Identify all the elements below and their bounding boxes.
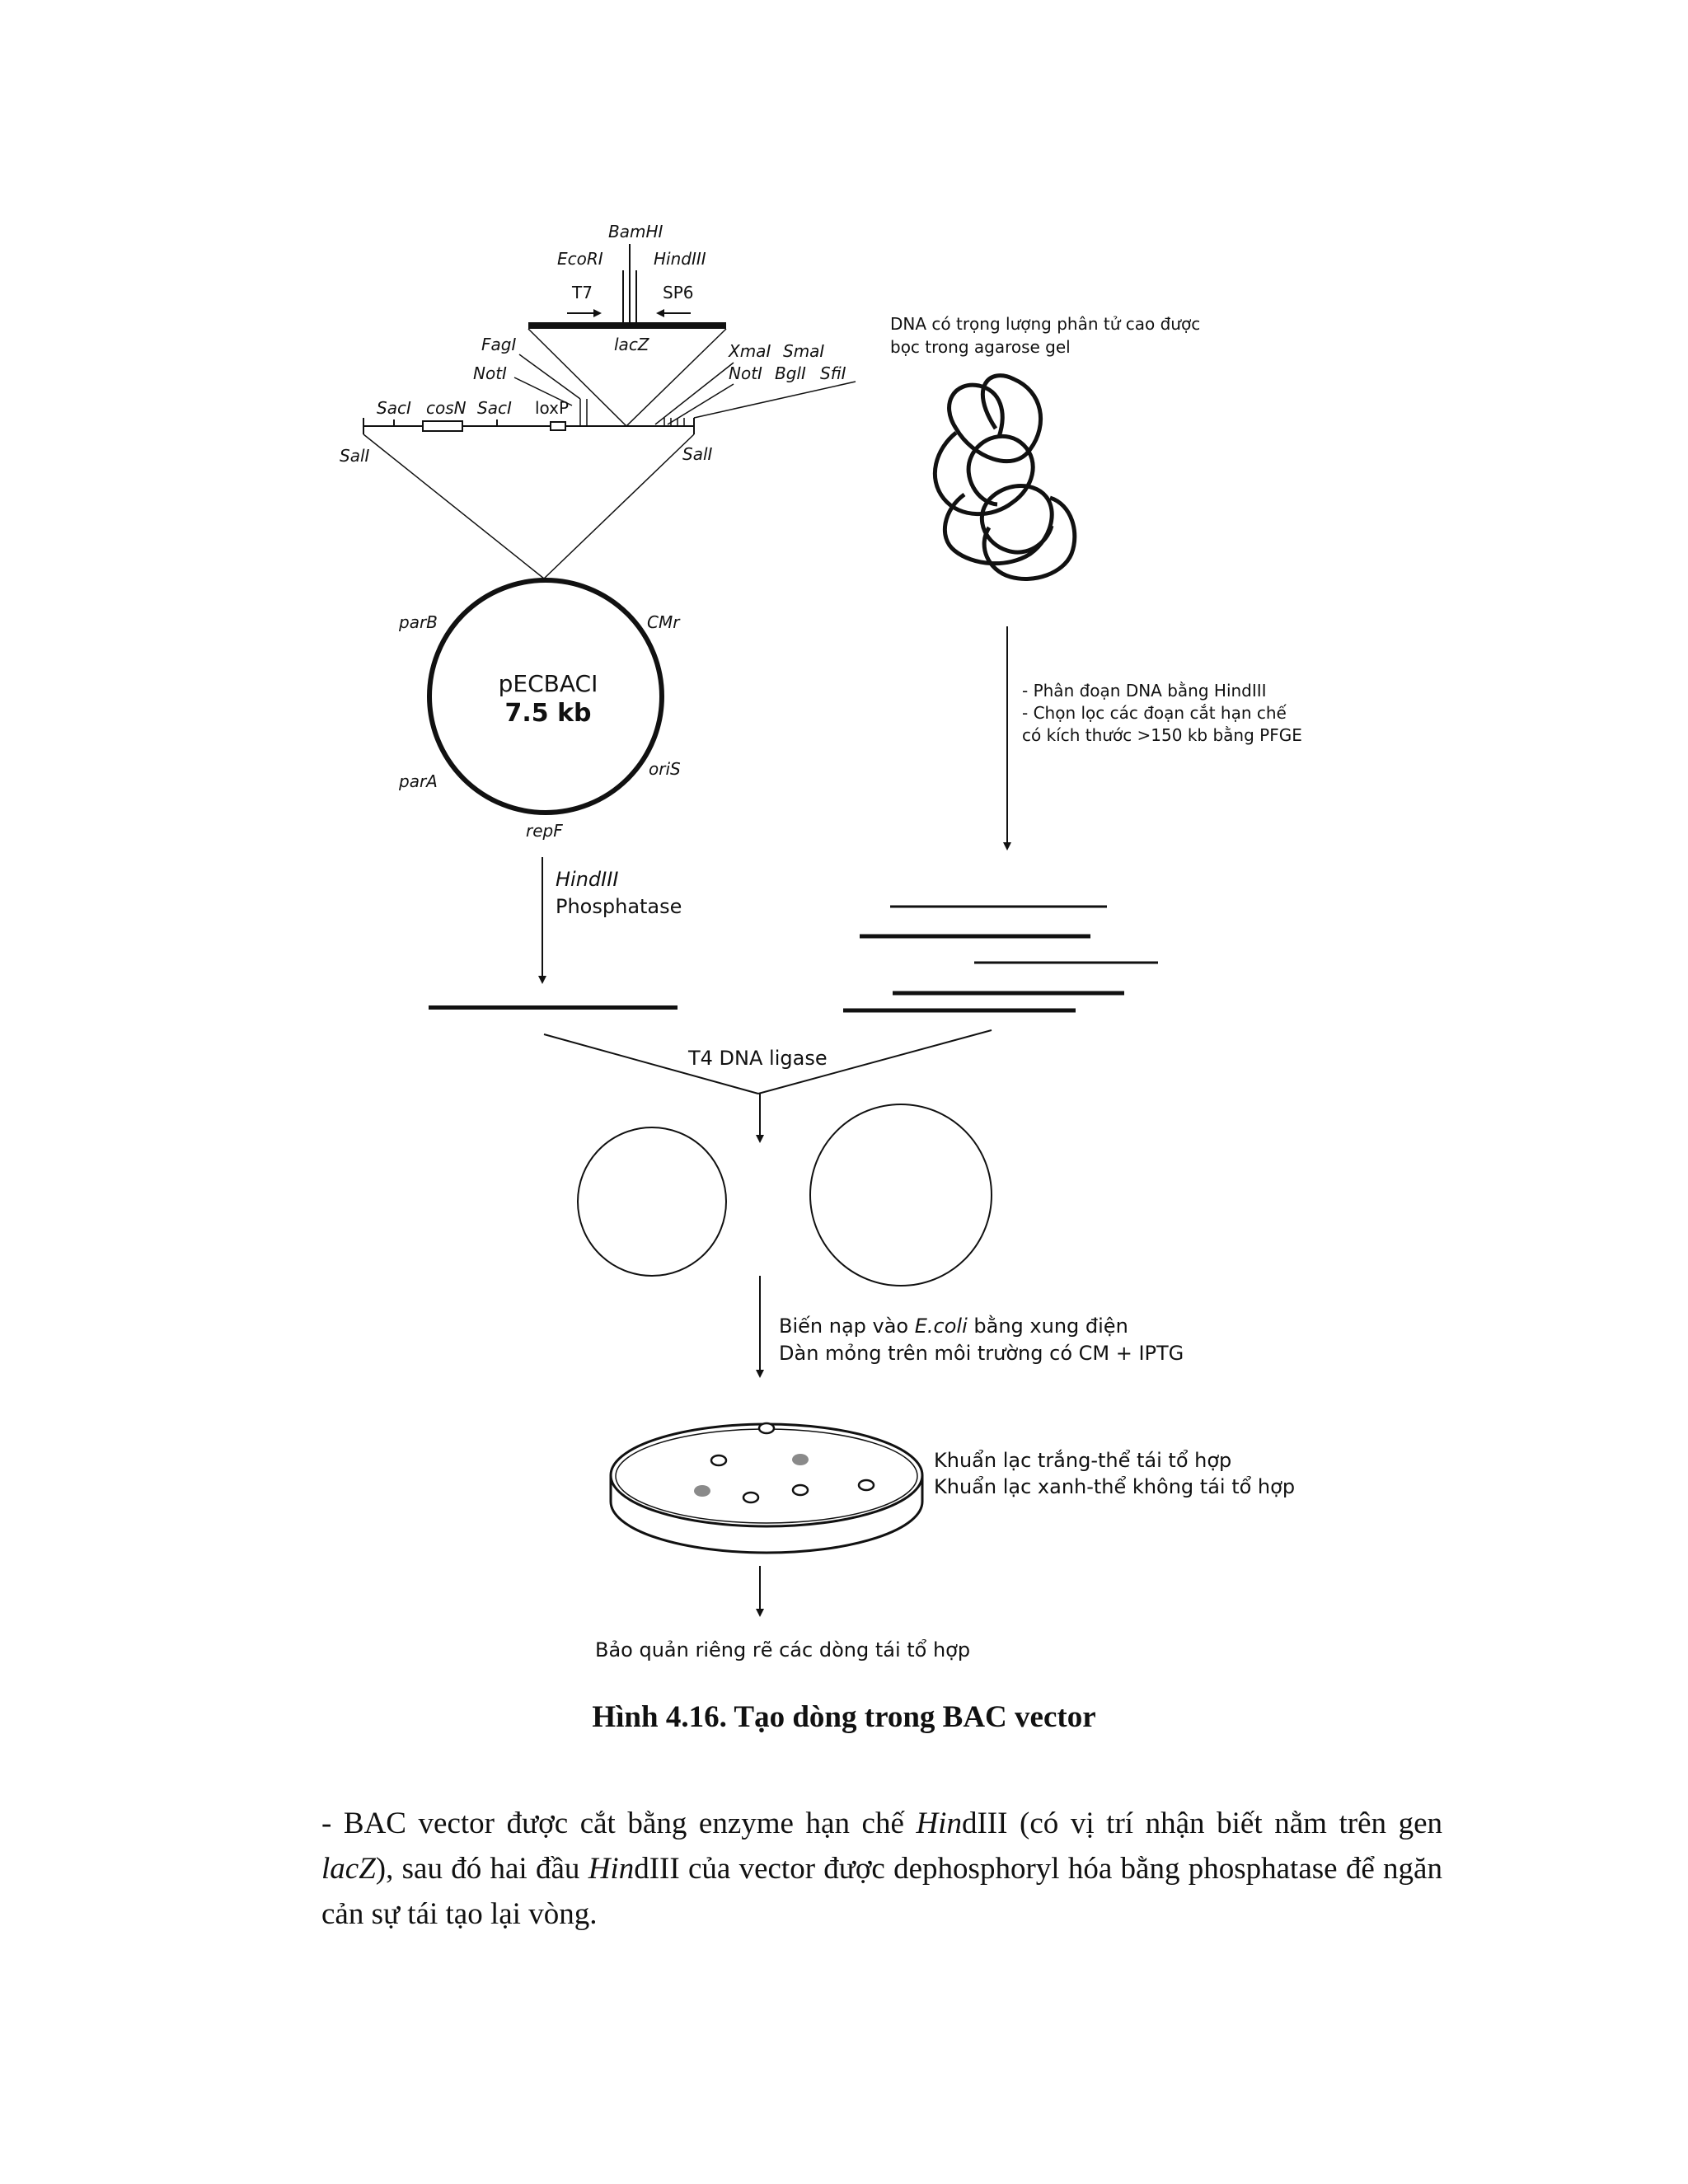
dna-fragments — [843, 905, 1158, 1013]
loxp-label: loxP — [535, 398, 569, 418]
white-colonies — [710, 1422, 875, 1504]
ecori-label: EcoRI — [557, 249, 603, 269]
repf-label: repF — [526, 821, 563, 841]
figure-caption: Hình 4.16. Tạo dòng trong BAC vector — [592, 1700, 1096, 1734]
tangled-dna — [932, 373, 1077, 581]
saci-2-label: SacI — [477, 398, 512, 418]
sfii-label: SfiI — [820, 363, 846, 383]
sp6-label: SP6 — [663, 283, 693, 302]
saci-1-label: SacI — [377, 398, 411, 418]
white-colonies-label: Khuẩn lạc trắng-thể tái tổ hợp — [934, 1448, 1231, 1472]
cm-label: CMr — [647, 612, 681, 632]
transform-line2: Dàn mỏng trên môi trường có CM + IPTG — [779, 1342, 1184, 1365]
lacz-label: lacZ — [614, 335, 650, 354]
blue-colonies-label: Khuẩn lạc xanh-thể không tái tổ hợp — [934, 1475, 1295, 1498]
paragraph-text: - BAC vector được cắt bằng enzyme hạn ch… — [321, 1807, 1442, 1931]
ligation-left-line — [543, 1033, 759, 1094]
cosn-label: cosN — [426, 398, 467, 418]
loxp-box — [550, 421, 566, 431]
smai-label: SmaI — [783, 341, 824, 361]
parb-label: parB — [398, 612, 438, 632]
ligase-label: T4 DNA ligase — [687, 1047, 828, 1070]
recombinant-plasmid-small — [577, 1127, 727, 1277]
noti-right-leader — [667, 383, 734, 425]
lacz-expansion-right — [626, 328, 727, 427]
xmai-leader — [654, 362, 734, 425]
t7-label: T7 — [571, 283, 593, 302]
noti-leader — [513, 377, 573, 406]
recombinant-plasmid-large — [809, 1104, 992, 1286]
sfii-pointer — [693, 381, 856, 419]
lacz-bar — [528, 322, 726, 329]
bamhi-label: BamHI — [608, 222, 663, 241]
genomic-step-line3: có kích thước >150 kb bằng PFGE — [1022, 725, 1302, 745]
oris-label: oriS — [649, 759, 681, 779]
ligation-right-line — [757, 1029, 992, 1094]
pecbaci-plasmid — [427, 578, 664, 815]
sali-left-label: SalI — [340, 446, 370, 466]
body-paragraph: - BAC vector được cắt bằng enzyme hạn ch… — [247, 1801, 1442, 1937]
transform-line1: Biến nạp vào E.coli bằng xung điện — [779, 1314, 1128, 1338]
cosn-box — [422, 420, 463, 432]
plasmid-name: pECBACI — [499, 670, 598, 697]
petri-dish — [609, 1422, 924, 1554]
digest-phosphatase: Phosphatase — [556, 895, 682, 918]
fagi-label: FagI — [481, 335, 516, 354]
lacz-expansion-left — [528, 328, 627, 427]
genomic-desc-line2: bọc trong agarose gel — [890, 337, 1071, 357]
genomic-desc-line1: DNA có trọng lượng phân tử cao được — [890, 314, 1200, 334]
storage-label: Bảo quản riêng rẽ các dòng tái tổ hợp — [595, 1638, 970, 1661]
sali-right-label: SalI — [682, 444, 713, 464]
genomic-step-line2: - Chọn lọc các đoạn cắt hạn chế — [1022, 703, 1287, 723]
noti-right-label: NotI — [729, 363, 762, 383]
map-to-plasmid-left — [363, 434, 545, 579]
digest-enzyme: HindIII — [556, 868, 618, 891]
xmai-label: XmaI — [728, 341, 771, 361]
bgli-label: BglI — [775, 363, 806, 383]
genomic-step-line1: - Phân đoạn DNA bằng HindIII — [1022, 681, 1267, 701]
para-label: parA — [398, 771, 438, 791]
plasmid-size: 7.5 kb — [504, 699, 591, 728]
map-to-plasmid-right — [543, 434, 695, 579]
linearized-vector — [429, 1005, 678, 1010]
hindiii-label: HindIII — [654, 249, 706, 269]
right-site-ticks — [663, 418, 685, 426]
noti-left-label: NotI — [473, 363, 507, 383]
blue-colonies — [694, 1454, 809, 1497]
fagi-leader — [518, 354, 581, 400]
